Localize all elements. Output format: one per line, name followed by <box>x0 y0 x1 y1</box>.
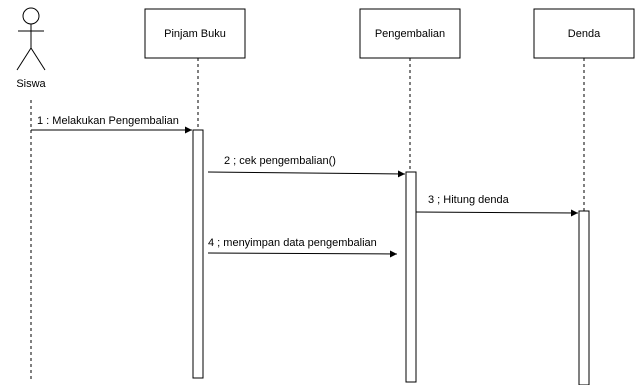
lifeline-box-denda <box>533 8 635 59</box>
lifeline-label-pengembalian: Pengembalian <box>375 28 445 40</box>
actor-label: Siswa <box>16 78 46 90</box>
message-arrow-3 <box>415 209 579 217</box>
message-label-2: 2 ; cek pengembalian() <box>224 155 336 167</box>
lifeline-label-pinjam-buku: Pinjam Buku <box>164 28 226 40</box>
message-label-1: 1 : Melakukan Pengembalian <box>37 115 179 127</box>
actor-siswa <box>16 7 46 71</box>
activation-pinjam-buku <box>192 129 204 379</box>
lifeline-box-pengembalian <box>359 8 461 59</box>
message-label-4: 4 ; menyimpan data pengembalian <box>208 237 377 249</box>
lifeline-label-denda: Denda <box>568 28 601 40</box>
message-label-3: 3 ; Hitung denda <box>428 194 510 206</box>
actor-head <box>22 7 40 25</box>
activation-denda <box>578 210 590 385</box>
actor-left-leg <box>16 47 32 71</box>
message-arrow-2 <box>207 170 406 178</box>
message-arrow-4 <box>207 250 398 258</box>
actor-right-leg <box>30 47 46 71</box>
lifeline-box-pinjam-buku <box>144 8 246 59</box>
activation-pengembalian <box>405 171 417 383</box>
